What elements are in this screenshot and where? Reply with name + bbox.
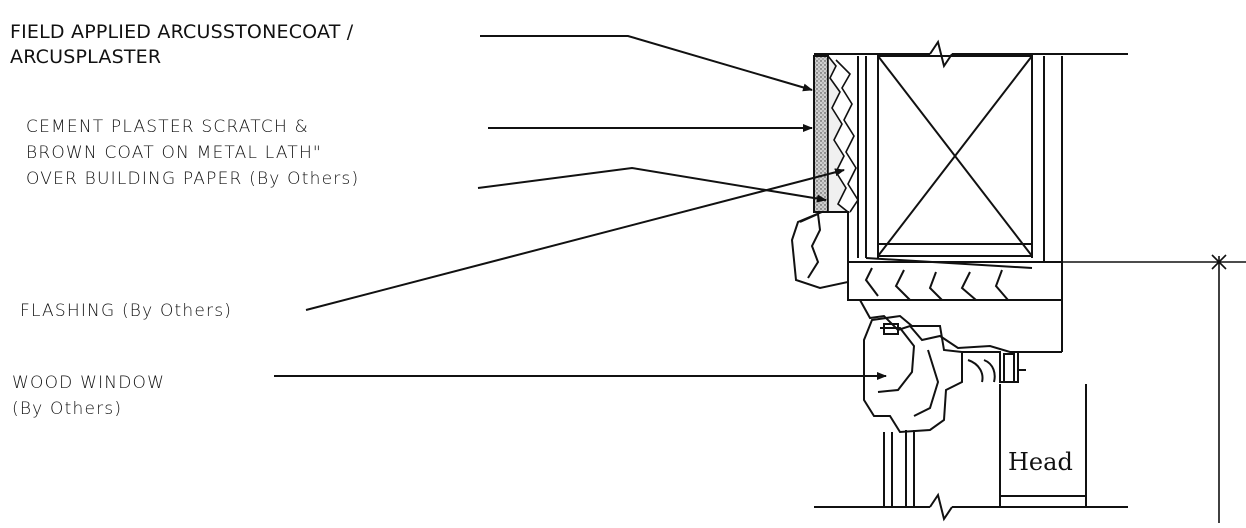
leader-flashing xyxy=(305,168,845,311)
label-field-applied-line2: ARCUSPLASTER xyxy=(10,46,162,68)
top-break-line xyxy=(814,39,1128,69)
plaster-coat-layer xyxy=(813,53,859,213)
label-cement-plaster-line1: CEMENT PLASTER SCRATCH & xyxy=(26,117,309,137)
leader-lines xyxy=(274,35,887,380)
label-cement-plaster-line3: OVER BUILDING PAPER (By Others) xyxy=(26,169,360,189)
label-wood-window: WOOD WINDOW (By Others) xyxy=(12,370,165,422)
label-cement-plaster-line2: BROWN COAT ON METAL LATH" xyxy=(26,143,322,163)
leader-field-applied xyxy=(480,35,813,92)
label-field-applied-line1: FIELD APPLIED ARCUSSTONECOAT / xyxy=(10,21,354,43)
label-wood-window-line1: WOOD WINDOW xyxy=(12,373,166,393)
leader-building-paper xyxy=(477,166,827,203)
window-glazing xyxy=(883,384,1087,506)
label-flashing-text: FLASHING (By Others) xyxy=(20,301,233,321)
label-field-applied: FIELD APPLIED ARCUSSTONECOAT / ARCUSPLAS… xyxy=(10,20,353,70)
flashing-trim xyxy=(790,211,1062,353)
label-head: Head xyxy=(1008,448,1073,476)
wood-header xyxy=(857,55,1063,352)
head-dimension-line xyxy=(1062,254,1246,523)
bottom-break-line xyxy=(814,492,1128,522)
label-flashing: FLASHING (By Others) xyxy=(20,298,232,324)
label-wood-window-line2: (By Others) xyxy=(12,399,123,419)
label-cement-plaster: CEMENT PLASTER SCRATCH & BROWN COAT ON M… xyxy=(26,114,359,192)
wood-window-frame xyxy=(863,314,1026,434)
